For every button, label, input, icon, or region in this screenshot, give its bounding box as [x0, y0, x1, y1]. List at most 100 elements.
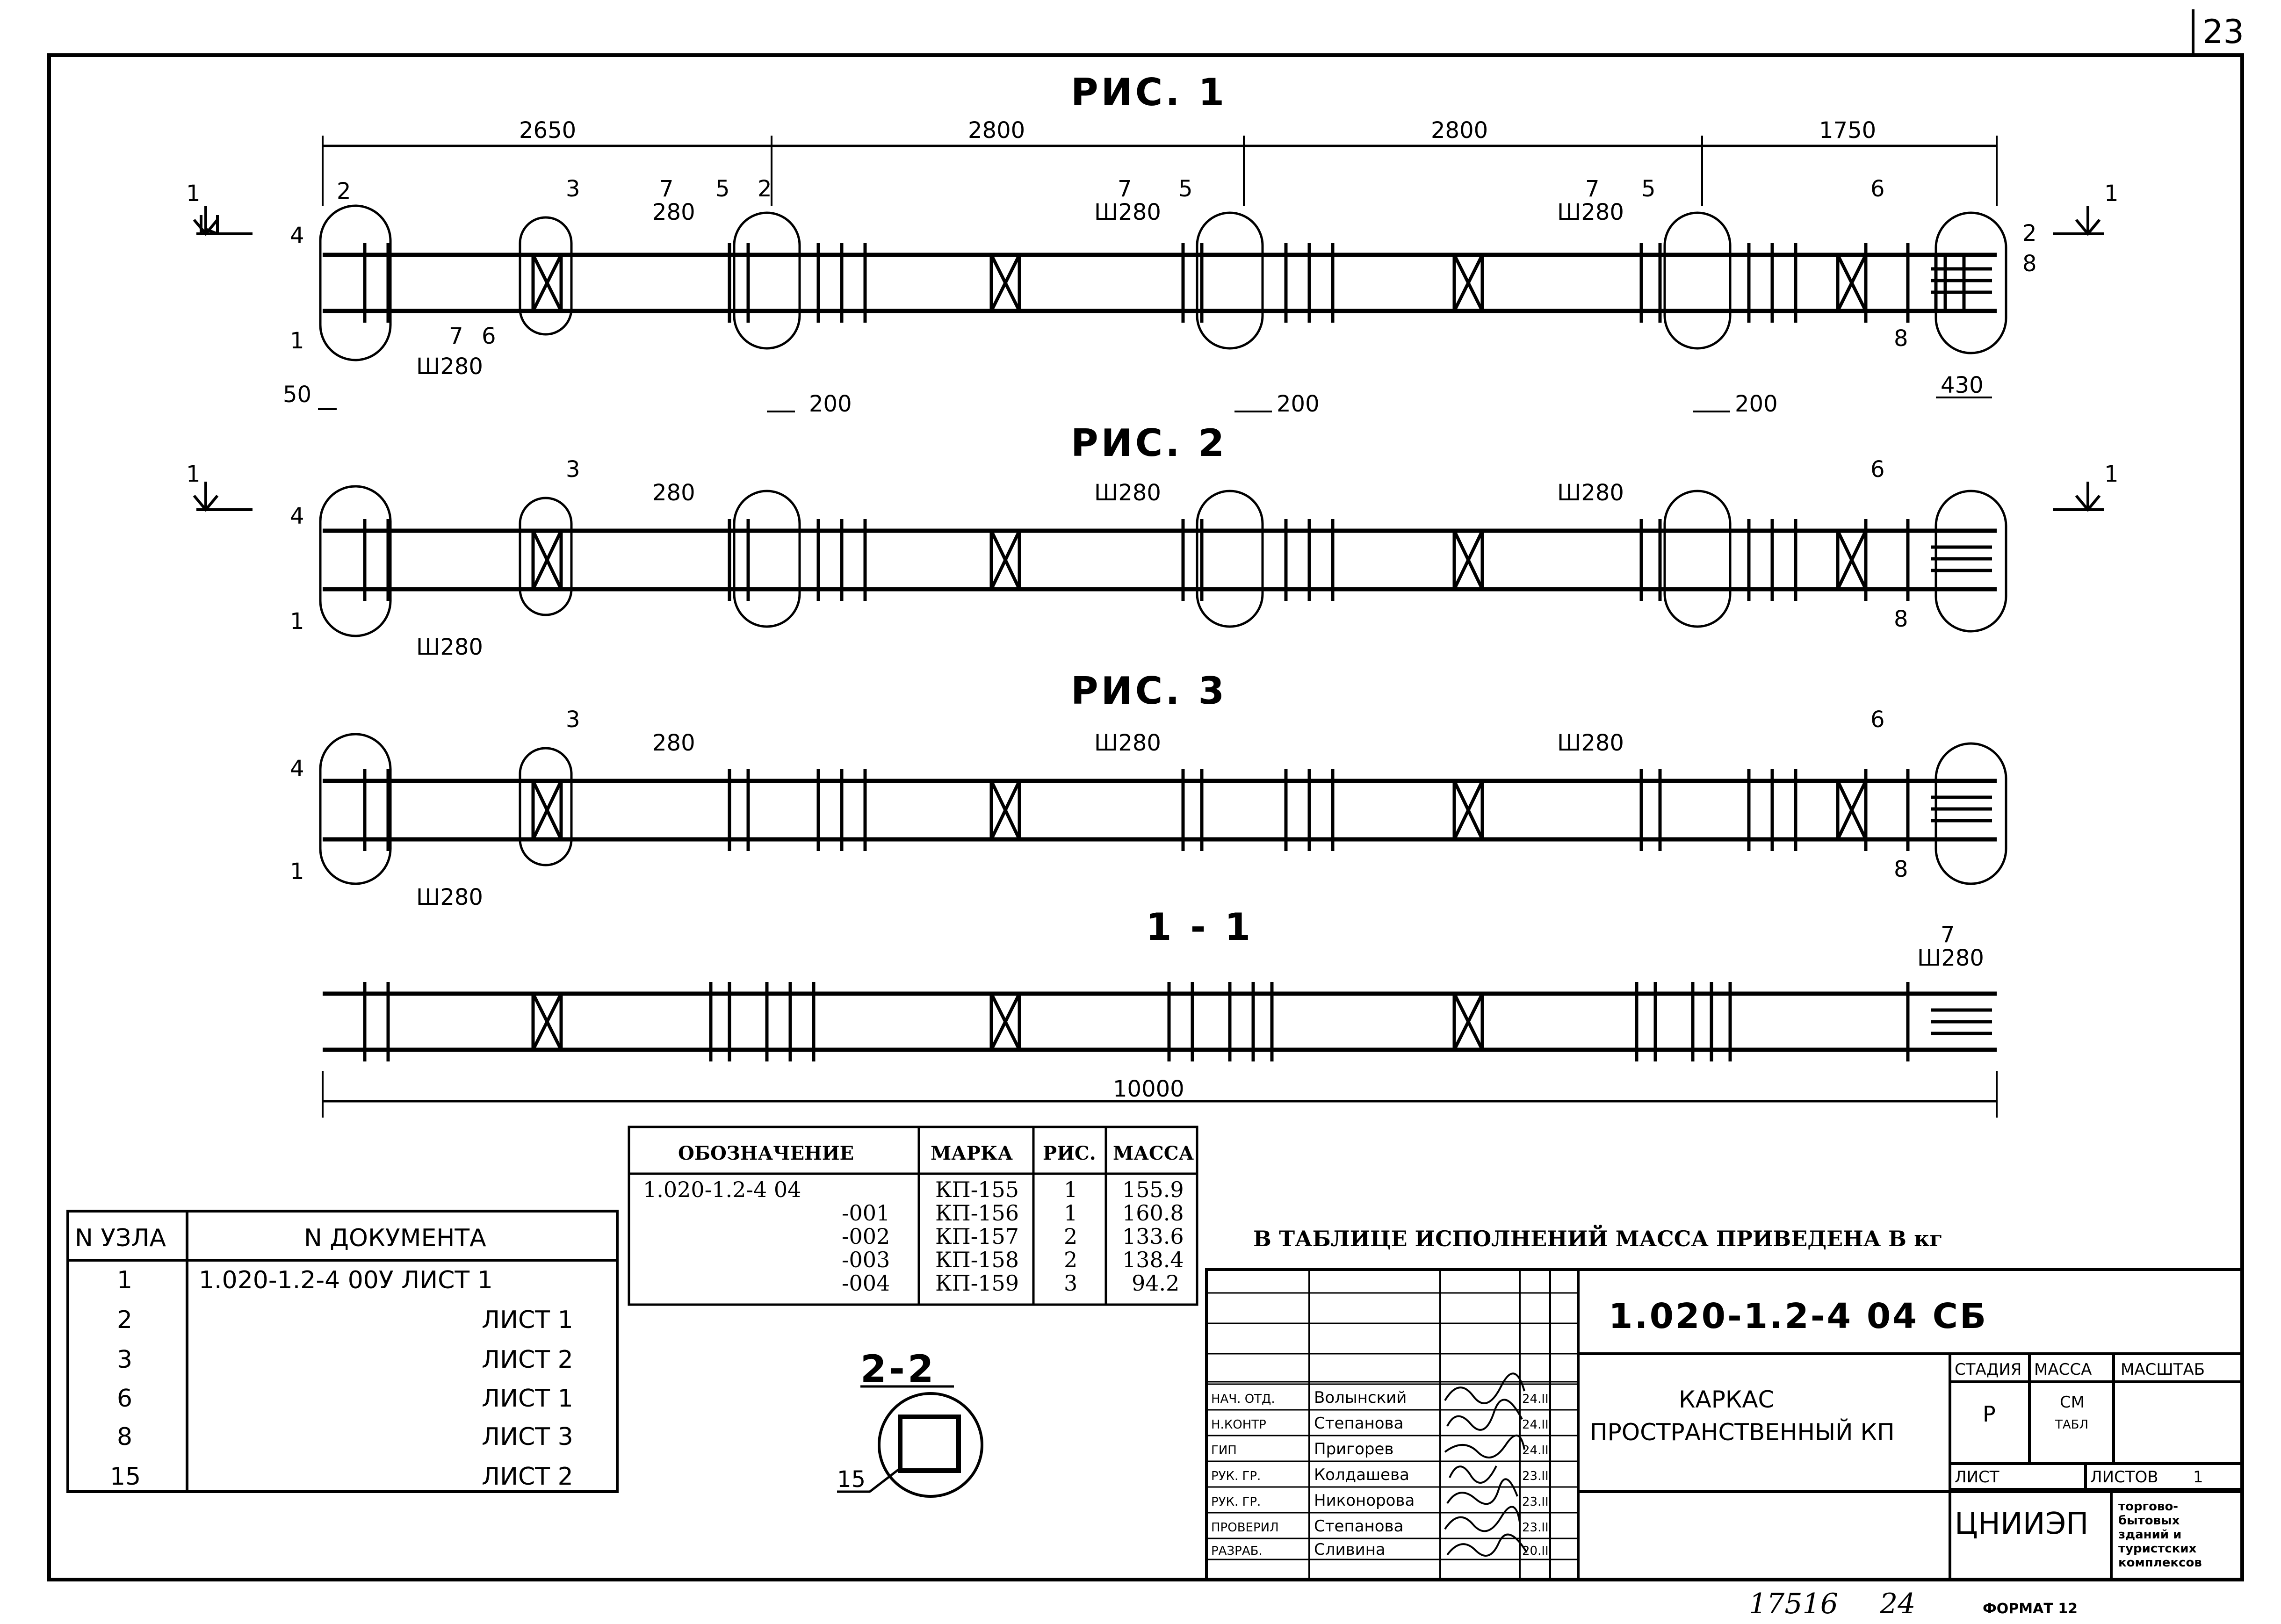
callout-bar-sh280b: Ш280: [1094, 199, 1161, 225]
org-name: ЦНИИЭП: [1955, 1507, 2088, 1541]
versions-row-fig: 3: [1064, 1270, 1077, 1296]
versions-row-mark: КП-157: [935, 1224, 1019, 1249]
versions-row-mass: 160.8: [1122, 1200, 1184, 1226]
nodes-row-doc: ЛИСТ 1: [482, 1385, 573, 1413]
versions-row-fig: 2: [1064, 1224, 1077, 1249]
section-1-1-callout-num: 7: [1941, 922, 1955, 948]
figure-1: [193, 136, 2104, 412]
versions-row-code: 1.020-1.2-4 04: [643, 1177, 801, 1202]
mass-value-2: ТАБЛ: [2055, 1418, 2088, 1432]
versions-row-mark: КП-155: [935, 1177, 1019, 1202]
sig-role: Н.КОНТР: [1211, 1418, 1266, 1432]
nodes-row-node: 1: [117, 1266, 132, 1294]
sig-role: НАЧ. ОТД.: [1211, 1392, 1275, 1406]
section-2-2: [837, 1385, 983, 1498]
versions-header-fig: РИС.: [1043, 1142, 1096, 1164]
versions-row-code: -001: [842, 1200, 890, 1226]
versions-row-fig: 1: [1064, 1177, 1077, 1202]
fig2-callout-cut-1-right: 1: [2104, 461, 2119, 487]
sig-name: Волынский: [1314, 1388, 1407, 1407]
sig-role: РАЗРАБ.: [1211, 1544, 1263, 1558]
nodes-row-doc: ЛИСТ 3: [482, 1423, 573, 1451]
callout-node-2b: 2: [758, 176, 772, 202]
sheets-label: ЛИСТОВ: [2090, 1468, 2158, 1487]
sig-date: 23.III: [1522, 1521, 1552, 1535]
org-sub-line: зданий и: [2118, 1528, 2181, 1542]
total-length: 10000: [1113, 1076, 1184, 1102]
fig2-callout-bar-280: 280: [652, 480, 695, 506]
callout-bar-280: 280: [652, 199, 695, 225]
sig-name: Пригорев: [1314, 1440, 1393, 1458]
versions-row-mass: 155.9: [1122, 1177, 1184, 1202]
callout-node-1: 1: [290, 328, 304, 354]
nodes-row-doc: ЛИСТ 2: [482, 1463, 573, 1491]
format-label: ФОРМАТ 12: [1983, 1601, 2078, 1617]
fig2-callout-node-3: 3: [566, 456, 580, 483]
handwritten-signatures: [1444, 1372, 1528, 1557]
callout-node-5c: 5: [1641, 176, 1656, 202]
versions-row-fig: 2: [1064, 1247, 1077, 1272]
fig2-callout-cut-1-left: 1: [186, 461, 201, 487]
figure-3-title: РИС. 3: [1071, 669, 1227, 713]
section-1-1-title: 1 - 1: [1146, 905, 1253, 949]
sig-role: ГИП: [1211, 1444, 1237, 1458]
sig-name: Колдашева: [1314, 1465, 1409, 1484]
dim-gap-430: 430: [1941, 372, 1984, 398]
mass-note: В ТАБЛИЦЕ ИСПОЛНЕНИЙ МАССА ПРИВЕДЕНА В к…: [1253, 1224, 1942, 1251]
callout-node-6: 6: [482, 323, 496, 349]
callout-node-5b: 5: [1178, 176, 1193, 202]
dim-span-3: 2800: [1431, 117, 1488, 144]
sig-date: 23.III: [1522, 1495, 1552, 1509]
sig-role: РУК. ГР.: [1211, 1495, 1261, 1509]
dim-gap-200-a: 200: [809, 391, 852, 417]
nodes-table-grid: [66, 1210, 619, 1493]
title-block-grid: [1205, 1268, 2244, 1581]
nodes-row-node: 8: [117, 1423, 132, 1451]
fig3-callout-node-1: 1: [290, 859, 304, 885]
nodes-row-node: 2: [117, 1306, 132, 1334]
callout-node-4: 4: [290, 223, 304, 249]
callout-cut-1-right: 1: [2104, 180, 2119, 207]
dim-span-2: 2800: [968, 117, 1025, 144]
doc-code: 1.020-1.2-4 04 СБ: [1609, 1296, 1988, 1336]
nodes-row-node: 6: [117, 1385, 132, 1413]
versions-row-code: -002: [842, 1224, 890, 1249]
section-2-2-title: 2-2: [860, 1347, 937, 1391]
fig3-callout-bar-sh280c: Ш280: [1557, 730, 1624, 756]
fig3-callout-node-8: 8: [1894, 856, 1908, 882]
mass-value-1: СМ: [2060, 1393, 2085, 1412]
callout-bar-sh280: Ш280: [416, 354, 483, 380]
versions-row-mass: 94.2: [1132, 1270, 1179, 1296]
callout-node-7c: 7: [1118, 176, 1132, 202]
callout-node-7d: 7: [1585, 176, 1600, 202]
mass-label: МАССА: [2034, 1360, 2092, 1379]
org-sub-line: торгово-: [2118, 1500, 2178, 1514]
sig-date: 20.III: [1522, 1544, 1552, 1558]
title-line-2: ПРОСТРАНСТВЕННЫЙ КП: [1590, 1418, 1895, 1446]
sig-name: Степанова: [1314, 1414, 1403, 1433]
sig-date: 24.III: [1522, 1444, 1552, 1458]
nodes-row-doc: ЛИСТ 2: [482, 1346, 573, 1374]
scale-label: МАСШТАБ: [2121, 1360, 2205, 1379]
callout-node-8r: 8: [2022, 251, 2037, 277]
section-1-1-callout-den: Ш280: [1917, 945, 1984, 971]
fig2-callout-node-4: 4: [290, 503, 304, 529]
versions-row-mass: 138.4: [1122, 1247, 1184, 1272]
fig3-callout-bar-280: 280: [652, 730, 695, 756]
versions-row-mass: 133.6: [1122, 1224, 1184, 1249]
fig2-callout-bar-sh280b: Ш280: [1094, 480, 1161, 506]
dim-gap-small: 50: [283, 382, 311, 408]
sig-date: 24.III: [1522, 1418, 1552, 1432]
fig3-callout-bar-sh280: Ш280: [416, 884, 483, 910]
nodes-header-doc: N ДОКУМЕНТА: [304, 1224, 486, 1252]
callout-bar-sh280c: Ш280: [1557, 199, 1624, 225]
versions-row-fig: 1: [1064, 1200, 1077, 1226]
dim-gap-200-b: 200: [1277, 391, 1320, 417]
sig-date: 24.III: [1522, 1392, 1552, 1406]
stage-value: Р: [1983, 1401, 1996, 1427]
callout-node-7: 7: [449, 323, 463, 349]
nodes-row-doc: ЛИСТ 1: [482, 1306, 573, 1334]
figure-3: [319, 733, 2007, 885]
dim-span-1: 2650: [519, 117, 576, 144]
org-sub-line: туристских: [2118, 1542, 2197, 1556]
